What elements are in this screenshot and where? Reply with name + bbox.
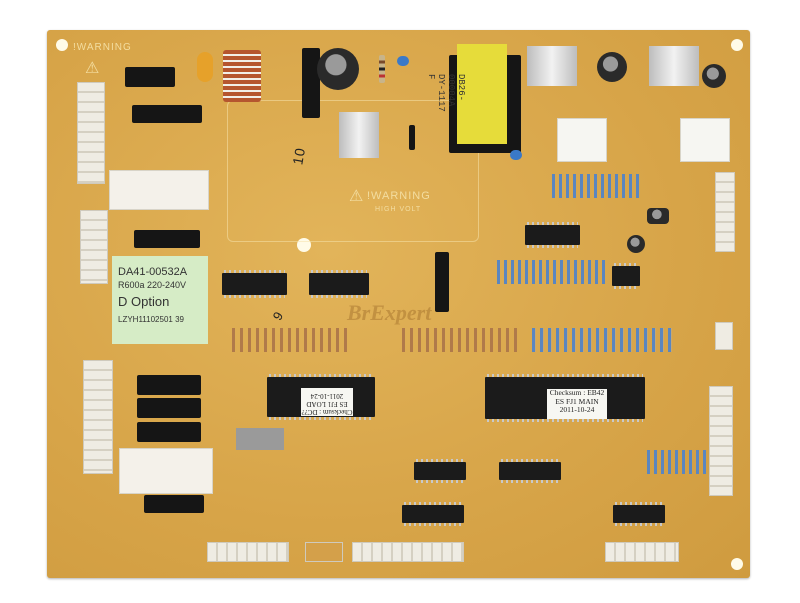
transformer-label: DB26-00004A DY-1117 F xyxy=(426,74,466,112)
relay xyxy=(144,495,204,513)
resistor-array xyxy=(232,328,352,352)
connector-header xyxy=(77,82,105,184)
connector-header xyxy=(80,210,108,284)
common-mode-choke xyxy=(223,50,261,102)
resistor-array xyxy=(552,174,642,198)
white-heatsink xyxy=(680,118,730,162)
heatsink xyxy=(339,112,379,158)
option-text: D Option xyxy=(118,294,170,309)
dip-ic xyxy=(525,222,580,248)
white-relay xyxy=(109,170,209,210)
relay xyxy=(137,375,201,395)
mounting-hole xyxy=(731,39,743,51)
small-connector xyxy=(715,322,733,350)
bottom-connector xyxy=(605,542,679,562)
load-mcu-sticker: Checksum : DC?? ES FJ1 LOAD 2011-10-24 xyxy=(301,388,353,416)
connector-header xyxy=(709,386,733,496)
voltage-regulator xyxy=(236,428,284,450)
relay xyxy=(132,105,202,123)
relay xyxy=(137,398,201,418)
main-mcu-sticker: Checksum : EB42 ES FJ1 MAIN 2011-10-24 xyxy=(547,388,607,419)
resistor-array xyxy=(647,450,707,474)
warning-silkscreen-mid: !WARNING xyxy=(367,190,431,202)
dip-ic xyxy=(414,459,466,483)
resistor-array xyxy=(402,328,522,352)
dip-ic xyxy=(309,270,369,298)
warning-silkscreen-top: !WARNING xyxy=(73,42,132,53)
bottom-connector xyxy=(207,542,289,562)
power-module xyxy=(302,48,320,118)
part-number: DA41-00532A xyxy=(118,266,188,278)
bottom-connector-empty xyxy=(305,542,343,562)
dip-ic xyxy=(222,270,287,298)
white-relay xyxy=(119,448,213,494)
heatsink xyxy=(527,46,577,86)
triac-module xyxy=(435,252,449,312)
mounting-hole xyxy=(56,39,68,51)
relay xyxy=(134,230,200,248)
mounting-hole xyxy=(731,558,743,570)
bottom-connector xyxy=(352,542,464,562)
electrolytic-capacitor xyxy=(597,52,627,82)
resistor-array xyxy=(497,260,607,284)
diode xyxy=(409,125,415,150)
resistor xyxy=(379,55,385,83)
heatsink xyxy=(649,46,699,86)
film-capacitor xyxy=(510,150,522,160)
y-capacitor xyxy=(197,52,213,82)
bulk-capacitor xyxy=(317,48,359,90)
refrigerant-spec: R600a 220-240V xyxy=(118,280,187,290)
watermark-text: BrExpert xyxy=(347,300,432,325)
film-capacitor xyxy=(397,56,409,66)
dip-ic xyxy=(402,502,464,526)
electrolytic-capacitor xyxy=(702,64,726,88)
connector-header xyxy=(715,172,735,252)
electrolytic-capacitor xyxy=(647,208,669,224)
resistor-array xyxy=(532,328,672,352)
connector-header xyxy=(83,360,113,474)
smps-transformer: DB26-00004A DY-1117 F xyxy=(426,44,507,144)
mark-9: 9 xyxy=(269,308,287,323)
dip-ic xyxy=(612,263,640,289)
warning-triangle-icon: ⚠ xyxy=(349,188,365,205)
product-label-sticker: DA41-00532A R600a 220-240V D Option LZYH… xyxy=(112,256,208,344)
fuse-holder xyxy=(125,67,175,87)
relay xyxy=(137,422,201,442)
dip-ic xyxy=(499,459,561,483)
warning-triangle-icon: ⚠ xyxy=(85,60,101,77)
white-heatsink xyxy=(557,118,607,162)
hv-zone-outline xyxy=(227,100,479,242)
electrolytic-capacitor xyxy=(627,235,645,253)
high-volt-silkscreen: HIGH VOLT xyxy=(375,206,422,213)
dip-ic xyxy=(613,502,665,526)
serial-number: LZYH11102501 39 xyxy=(118,315,184,324)
pcb-board: !WARNING ⚠ ⚠ !WARNING HIGH VOLT 10 9 DB2… xyxy=(47,30,750,578)
